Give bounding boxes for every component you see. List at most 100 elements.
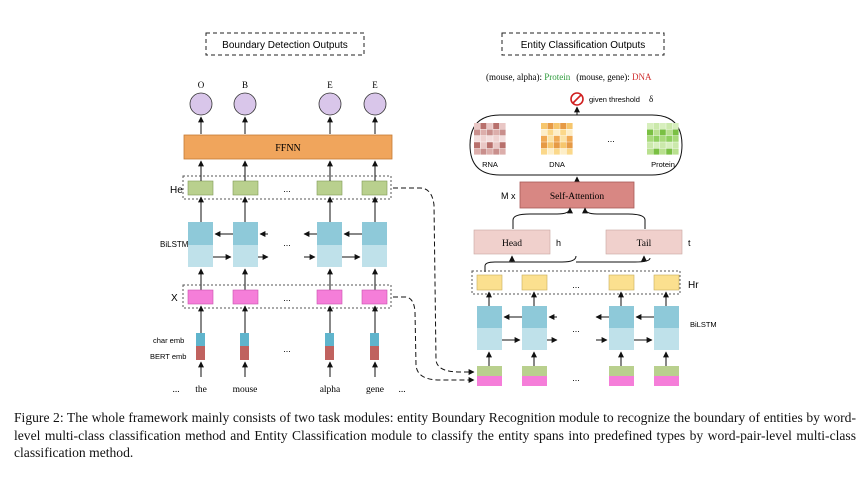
bilstm-ellipsis: ... xyxy=(283,238,291,248)
token: gene xyxy=(366,385,384,395)
x-to-right-connector xyxy=(393,296,475,383)
output-node xyxy=(363,92,387,116)
concat-ellipsis: ... xyxy=(572,373,580,383)
concat-x xyxy=(654,376,679,386)
lstm-cell xyxy=(522,306,547,328)
boundary-title: Boundary Detection Outputs xyxy=(222,40,348,51)
entity-title: Entity Classification Outputs xyxy=(521,40,646,51)
heatmap-cell xyxy=(647,123,653,129)
t-label: t xyxy=(688,238,691,248)
concat-x xyxy=(522,376,547,386)
lstm-cell xyxy=(609,328,634,350)
concat-x xyxy=(477,376,502,386)
heatmap-cell xyxy=(541,148,547,155)
bilstm-right: ... xyxy=(477,291,679,366)
heatmap-cell xyxy=(672,123,679,129)
token: ... xyxy=(172,385,179,395)
he-vector xyxy=(187,180,214,196)
threshold-label: given threshold xyxy=(589,95,640,104)
heatmap-cell xyxy=(566,135,573,142)
heatmap-cell xyxy=(672,148,679,155)
heatmap-cell xyxy=(659,142,666,149)
heatmap-cell xyxy=(547,148,554,155)
token: ... xyxy=(398,385,405,395)
char-emb xyxy=(370,333,379,346)
x-vector xyxy=(232,289,259,305)
heatmap-cell xyxy=(560,142,567,149)
tail-label: Tail xyxy=(637,239,652,249)
heatmap-cell xyxy=(541,135,547,142)
concat-x xyxy=(609,376,634,386)
heatmap-cell xyxy=(547,135,554,142)
bilstm-label-right: BiLSTM xyxy=(690,320,717,329)
heatmap-cell xyxy=(560,129,567,136)
lstm-cell xyxy=(317,245,342,267)
pair2-type: DNA xyxy=(632,72,652,82)
entity-title-box xyxy=(501,32,665,56)
heatmap-cell xyxy=(553,148,560,155)
forbidden-icon xyxy=(570,92,584,106)
he-vectors: ... xyxy=(187,160,388,196)
bert-emb xyxy=(240,346,249,360)
heatmap-ellipsis: ... xyxy=(607,134,615,144)
protein-heatmap xyxy=(647,123,679,155)
heatmap-cell xyxy=(553,142,560,149)
heatmap-cell xyxy=(547,129,554,136)
output-tag-label: E xyxy=(372,80,378,90)
lstm-cell xyxy=(522,328,547,350)
concat-he xyxy=(609,366,634,376)
x-box xyxy=(182,284,392,309)
heatmap-cell xyxy=(659,148,666,155)
boundary-title-box xyxy=(205,32,365,56)
heatmap-cell xyxy=(499,148,506,155)
x-vector xyxy=(187,289,214,305)
x-vector xyxy=(316,289,343,305)
self-attention-label: Self-Attention xyxy=(550,191,605,202)
self-attention-block xyxy=(519,181,635,209)
heatmap-cell xyxy=(659,123,666,129)
heatmap-cell xyxy=(653,148,660,155)
bert-emb xyxy=(325,346,334,360)
heatmap-cell xyxy=(653,142,660,149)
bilstm-right-ellipsis: ... xyxy=(572,324,580,334)
heatmap-cell xyxy=(486,142,493,149)
heatmap-cell xyxy=(647,135,653,142)
threshold-filter: given threshold δ xyxy=(570,92,653,115)
heatmap-cell xyxy=(659,129,666,136)
heatmap-label: DNA xyxy=(549,160,565,169)
output-tag-label: B xyxy=(242,80,248,90)
heatmap-cell xyxy=(499,123,506,129)
heatmap-cell xyxy=(474,148,480,155)
output-tag-label: E xyxy=(327,80,333,90)
lstm-cell xyxy=(188,222,213,245)
ffnn-layer xyxy=(183,134,393,160)
heatmap-cell xyxy=(499,129,506,136)
heatmap-cell xyxy=(647,129,653,136)
h-label: h xyxy=(556,238,561,248)
x-vector xyxy=(361,289,388,305)
pair2-prefix: (mouse, gene): xyxy=(576,72,632,82)
heatmap-cell xyxy=(493,148,500,155)
char-emb-label: char emb xyxy=(153,336,184,345)
bert-emb xyxy=(196,346,205,360)
hr-vector xyxy=(476,274,503,291)
char-emb xyxy=(240,333,249,346)
lstm-cell xyxy=(654,328,679,350)
output-tag-label: O xyxy=(198,80,205,90)
output-tags: O B E E xyxy=(189,80,387,134)
lstm-cell xyxy=(233,245,258,267)
heatmap-cell xyxy=(672,135,679,142)
input-tokens: ... the mouse alpha gene ... xyxy=(172,385,405,395)
heatmap-cell xyxy=(474,123,480,129)
heatmap-cell xyxy=(666,135,673,142)
lstm-cell xyxy=(317,222,342,245)
lstm-cell xyxy=(362,222,387,245)
he-label: He xyxy=(170,185,183,196)
heatmap-label: Protein xyxy=(651,160,675,169)
he-ellipsis: ... xyxy=(283,184,291,194)
he-to-right-connector xyxy=(393,187,475,375)
heatmap-cell xyxy=(541,129,547,136)
heatmap-cell xyxy=(547,123,554,129)
lstm-cell xyxy=(188,245,213,267)
heatmap-cell xyxy=(560,123,567,129)
